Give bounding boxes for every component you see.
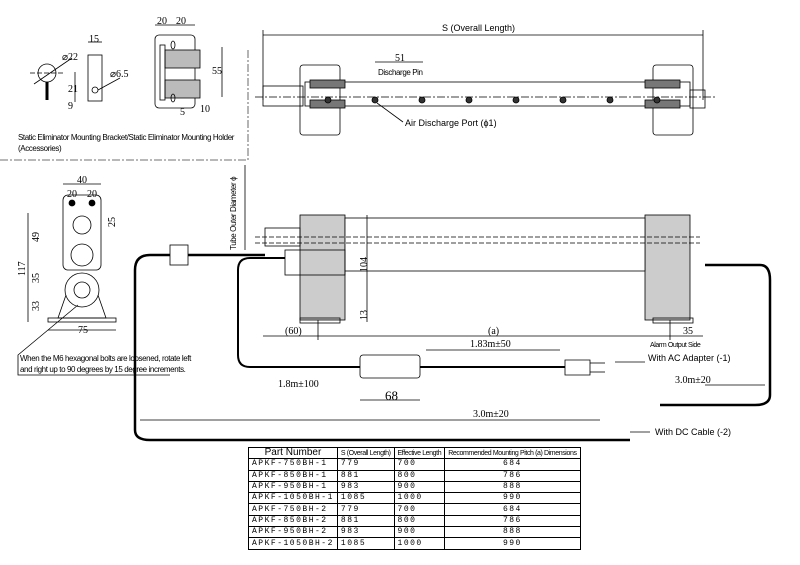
- bracket-width-label: 15: [89, 34, 99, 45]
- overall-length-cell: 779: [336, 503, 395, 516]
- dim-49-label: 49: [31, 232, 42, 242]
- header-mounting-pitch: Recommended Mounting Pitch (a) Dimension…: [444, 446, 581, 460]
- overall-length-cell: 983: [336, 480, 395, 494]
- part-number-cell: APKF-950BH-2: [248, 526, 338, 539]
- mounting-pitch-cell: 990: [444, 537, 581, 550]
- header-part-number: Part Number: [248, 446, 338, 460]
- height-117-label: 117: [17, 261, 28, 276]
- side-view: [244, 165, 703, 340]
- holder-height-label: 55: [212, 66, 222, 77]
- ac-cable-length-label: 3.0m±20: [675, 375, 711, 386]
- rotation-note-sub: and right up to 90 degrees by 15 degree …: [20, 365, 186, 374]
- dc-cable-length-label: 3.0m±20: [473, 409, 509, 420]
- mounting-pitch-cell: 786: [444, 514, 581, 528]
- end-view: [17, 183, 170, 376]
- part-number-cell: APKF-850BH-1: [248, 469, 338, 482]
- accessories-caption: Static Eliminator Mounting Bracket/Stati…: [18, 133, 235, 142]
- hole-diameter-label: ⌀6.5: [110, 69, 129, 80]
- overall-length-cell: 881: [336, 469, 395, 482]
- overall-length-cell: 1085: [336, 537, 395, 550]
- mounting-pitch-cell: 888: [444, 480, 581, 494]
- leader-line: [376, 102, 404, 123]
- dim-35-end-label: 35: [31, 273, 42, 283]
- mounting-pitch-cell: 786: [444, 469, 581, 482]
- top-view: [255, 30, 715, 136]
- mounting-pitch-cell: 684: [444, 503, 581, 516]
- rotation-note: When the M6 hexagonal bolts are loosened…: [20, 354, 191, 363]
- air-discharge-port-label: Air Discharge Port (ϕ1): [405, 118, 497, 128]
- half-right-label: 20: [87, 189, 97, 200]
- discharge-pin-label: Discharge Pin: [378, 68, 423, 77]
- part-number-cell: APKF-750BH-2: [248, 503, 338, 516]
- alarm-output-side-label: Alarm Output Side: [650, 342, 701, 349]
- dim-21-label: 21: [68, 84, 78, 95]
- dim-60-label: (60): [285, 326, 302, 337]
- dim-a-label: (a): [488, 326, 500, 337]
- effective-length-cell: 900: [393, 480, 446, 494]
- effective-length-cell: 900: [393, 526, 446, 539]
- part-number-table: Part Number S (Overall Length) Effective…: [248, 446, 581, 550]
- dim-33-label: 33: [31, 301, 42, 311]
- ac-cord-length-label: 1.83m±50: [470, 339, 511, 350]
- mounting-ring: [30, 57, 73, 100]
- overall-length-cell: 1085: [336, 492, 395, 505]
- ring-diameter-label: ⌀22: [62, 52, 79, 63]
- mounting-bracket: [74, 41, 121, 102]
- dim-13-label: 13: [359, 310, 370, 320]
- effective-length-cell: 800: [393, 514, 446, 528]
- holder-left-label: 20: [157, 16, 167, 27]
- mounting-pitch-cell: 888: [444, 526, 581, 539]
- part-number-cell: APKF-1050BH-2: [248, 537, 338, 550]
- effective-length-cell: 1000: [393, 537, 446, 550]
- overall-length-cell: 779: [336, 458, 395, 471]
- ac-adapter-label: With AC Adapter (-1): [648, 353, 731, 363]
- part-number-cell: APKF-850BH-2: [248, 514, 338, 528]
- half-left-label: 20: [67, 189, 77, 200]
- effective-length-cell: 1000: [393, 492, 446, 505]
- dc-cable-label: With DC Cable (-2): [655, 427, 732, 437]
- dim-25-label: 25: [107, 217, 118, 227]
- height-104-label: 104: [359, 257, 370, 272]
- pitch-label: 51: [395, 53, 405, 64]
- discharge-pins: [324, 96, 661, 104]
- accessories-border: [0, 50, 249, 161]
- width-40-label: 40: [77, 175, 87, 186]
- overall-length-label: S (Overall Length): [442, 23, 516, 33]
- dim-9-label: 9: [68, 101, 73, 112]
- mounting-pitch-cell: 684: [444, 458, 581, 471]
- overall-length-cell: 881: [336, 514, 395, 528]
- dim-5-label: 5: [180, 107, 185, 118]
- header-effective-length: Effective Length: [393, 446, 446, 460]
- part-number-cell: APKF-750BH-1: [248, 458, 338, 471]
- dim-35-label: 35: [683, 326, 693, 337]
- dim-10-label: 10: [200, 104, 210, 115]
- base-75-label: 75: [78, 325, 88, 336]
- accessories-caption-sub: (Accessories): [18, 144, 62, 153]
- table-header: Part Number S (Overall Length) Effective…: [248, 446, 581, 460]
- mounting-pitch-cell: 990: [444, 492, 581, 505]
- mounting-holder: [154, 24, 223, 109]
- tube-diameter-label: Tube Outer Diameter ϕ: [229, 176, 238, 250]
- holder-right-label: 20: [176, 16, 186, 27]
- effective-length-cell: 800: [393, 469, 446, 482]
- cables: [133, 244, 772, 442]
- adapter-cable-length-label: 1.8m±100: [278, 379, 319, 390]
- effective-length-cell: 700: [393, 458, 446, 471]
- adapter-width-label: 68: [385, 388, 398, 403]
- effective-length-cell: 700: [393, 503, 446, 516]
- header-overall-length: S (Overall Length): [336, 446, 395, 460]
- part-number-cell: APKF-950BH-1: [248, 480, 338, 494]
- part-number-cell: APKF-1050BH-1: [248, 492, 338, 505]
- overall-length-cell: 983: [336, 526, 395, 539]
